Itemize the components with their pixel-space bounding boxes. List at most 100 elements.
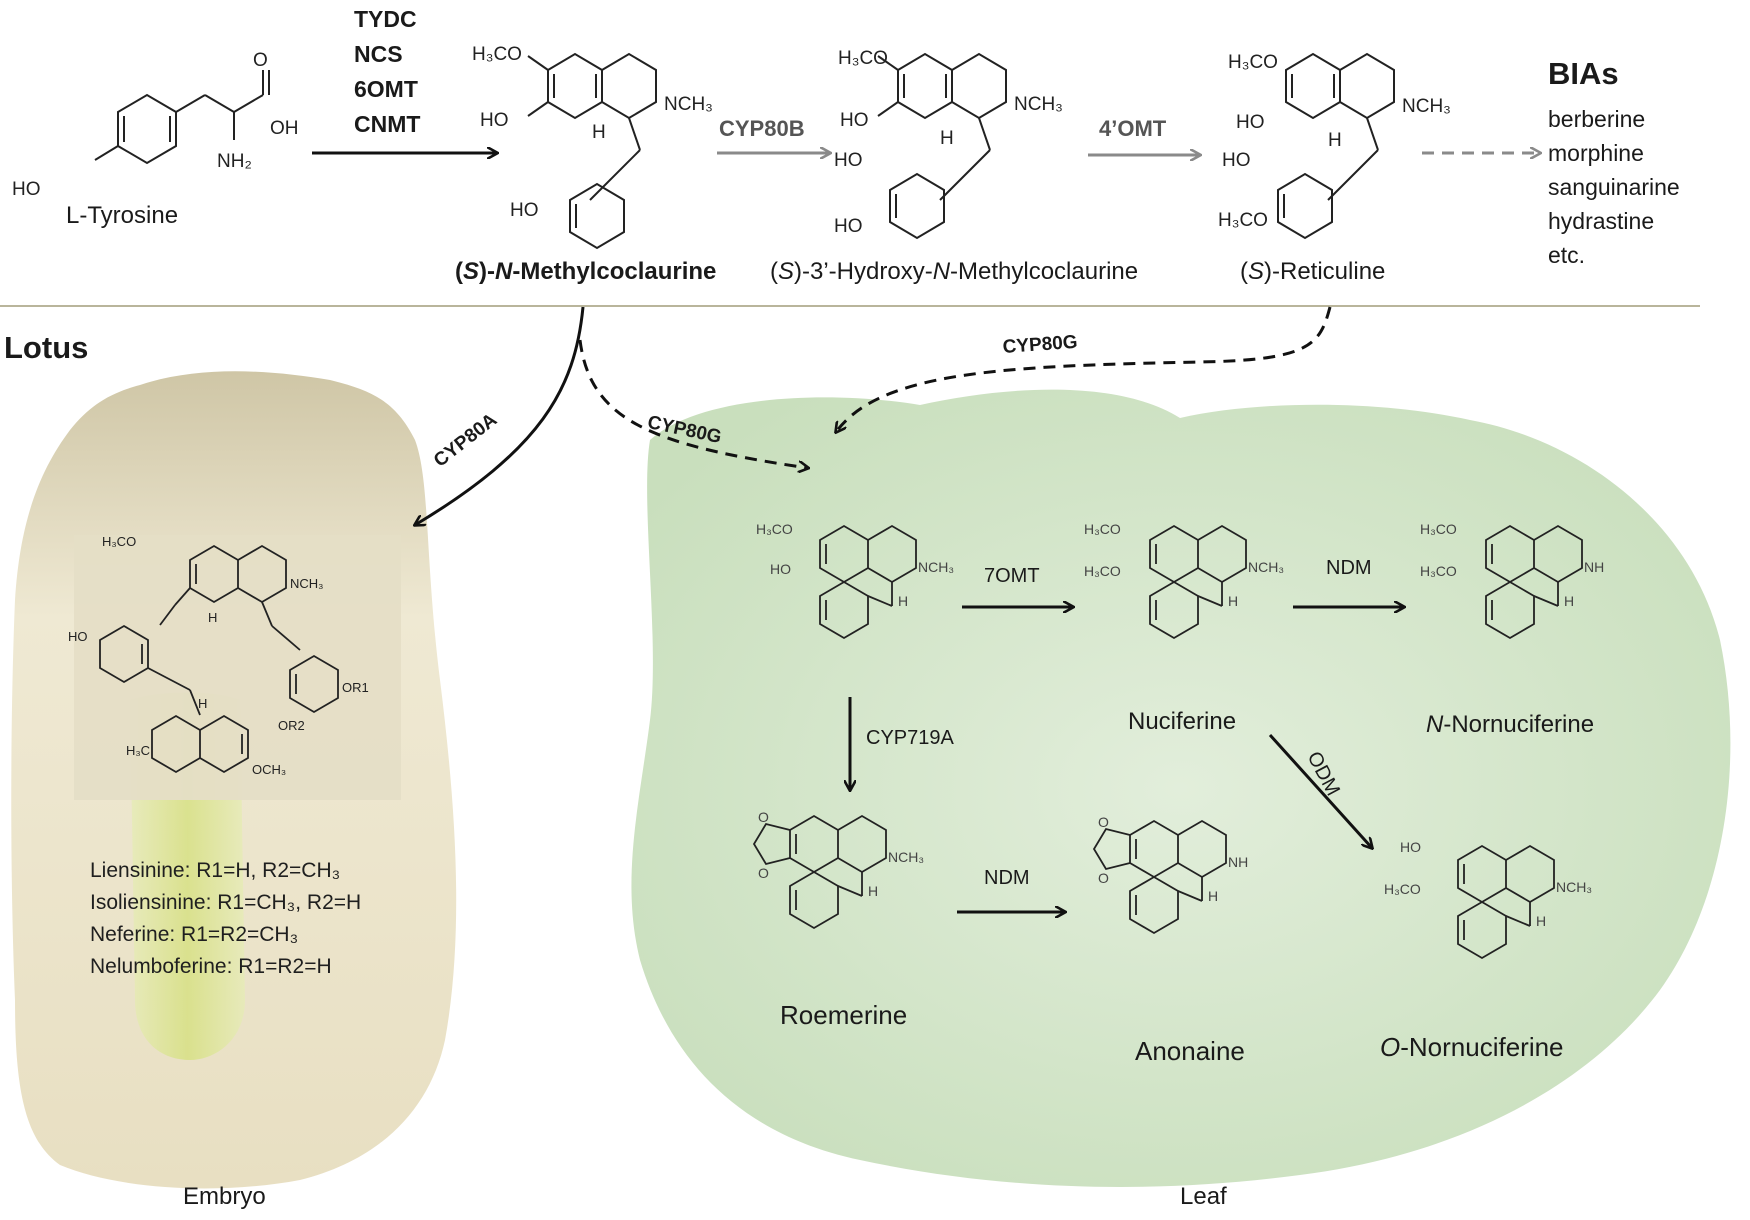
enzyme-ncs: NCS (354, 41, 403, 67)
svg-text:NCH₃: NCH₃ (1556, 879, 1592, 895)
n-nornuciferine-structure: H₃CO H₃CO NH H (1420, 521, 1604, 640)
leaf-label: Leaf (1180, 1183, 1227, 1210)
svg-text:HO: HO (770, 561, 791, 577)
svg-text:H₃C: H₃C (126, 743, 150, 758)
arrow-cyp80g-right (836, 306, 1332, 432)
svg-text:H: H (208, 610, 217, 625)
bisbenzylisoquinoline-structure: H₃CO NCH₃ H HO OR1 H OR2 H₃C OCH₃ (68, 534, 369, 777)
svg-text:HO: HO (840, 110, 869, 131)
bias-item-morphine: morphine (1548, 140, 1644, 166)
svg-text:NCH₃: NCH₃ (664, 94, 713, 115)
aporphine-1-structure: H₃CO HO NCH₃ H (756, 521, 954, 640)
svg-text:H₃CO: H₃CO (1218, 210, 1268, 231)
def-nelumboferine: Nelumboferine: R1=R2=H (90, 955, 332, 978)
hydroxy-n-methylcoclaurine-label: (S)-3’-Hydroxy-N-Methylcoclaurine (770, 258, 1139, 285)
tyrosine-structure: O OH NH₂ HO (12, 50, 299, 200)
enzyme-4omt: 4’OMT (1099, 116, 1167, 141)
embryo-label: Embryo (183, 1183, 266, 1210)
arrow-cyp80g-left (578, 339, 808, 468)
reticuline-structure: H₃CO HO NCH₃ H HO H₃CO (1218, 52, 1451, 240)
svg-text:H: H (1536, 913, 1546, 929)
svg-text:O: O (253, 50, 268, 71)
tyrosine-label: L-Tyrosine (66, 202, 179, 229)
bias-list: berberine morphine sanguinarine hydrasti… (1548, 102, 1680, 272)
o-nornuciferine-label: O-Nornuciferine (1380, 1032, 1564, 1062)
svg-text:H₃CO: H₃CO (1420, 563, 1457, 579)
svg-text:H₃CO: H₃CO (1228, 52, 1278, 73)
bias-item-hydrastine: hydrastine (1548, 208, 1655, 234)
arrow-cyp80a (415, 306, 585, 525)
svg-text:H₃CO: H₃CO (102, 534, 136, 549)
enzyme-ndm-top: NDM (1326, 557, 1372, 579)
enzyme-ndm-bottom: NDM (984, 867, 1030, 889)
svg-text:NCH₃: NCH₃ (918, 559, 954, 575)
bisbenzyl-definitions: Liensinine: R1=H, R2=CH₃ Isoliensinine: … (90, 855, 361, 983)
reticuline-label: (S)-Reticuline (1240, 258, 1386, 285)
svg-text:O: O (758, 865, 769, 881)
svg-text:H: H (1328, 130, 1342, 151)
lotus-title: Lotus (4, 330, 89, 365)
roemerine-structure: O O NCH₃ H (752, 809, 924, 930)
svg-text:NH: NH (1228, 854, 1248, 870)
svg-text:OR1: OR1 (342, 680, 369, 695)
n-nornuciferine-label: N-Nornuciferine (1426, 711, 1595, 738)
enzyme-tydc: TYDC (354, 6, 417, 32)
svg-text:H: H (940, 128, 954, 149)
first-step-enzymes: TYDC NCS 6OMT CNMT (354, 2, 420, 142)
svg-text:HO: HO (834, 150, 863, 171)
bias-item-etc: etc. (1548, 242, 1586, 268)
svg-text:H: H (592, 122, 606, 143)
def-neferine: Neferine: R1=R2=CH₃ (90, 923, 299, 946)
enzyme-cyp719a: CYP719A (866, 727, 954, 749)
arrow-odm (1268, 733, 1372, 848)
svg-text:HO: HO (834, 216, 863, 237)
enzyme-cnmt: CNMT (354, 111, 421, 137)
svg-text:HO: HO (12, 179, 41, 200)
svg-text:H: H (1208, 888, 1218, 904)
svg-text:HO: HO (1222, 150, 1251, 171)
svg-text:NH₂: NH₂ (217, 151, 252, 172)
svg-text:H₃CO: H₃CO (1384, 881, 1421, 897)
svg-text:HO: HO (510, 200, 539, 221)
roemerine-label: Roemerine (780, 1000, 908, 1030)
svg-text:O: O (758, 809, 769, 825)
svg-text:NH: NH (1584, 559, 1604, 575)
svg-text:HO: HO (1236, 112, 1265, 133)
anonaine-structure: O O NH H (1092, 814, 1248, 935)
svg-text:O: O (1098, 870, 1109, 886)
leaf-background (631, 389, 1731, 1187)
svg-text:H₃CO: H₃CO (1420, 521, 1457, 537)
svg-text:H: H (198, 696, 207, 711)
bias-item-berberine: berberine (1548, 106, 1646, 132)
bias-item-sanguinarine: sanguinarine (1548, 174, 1680, 200)
hydroxy-n-methylcoclaurine-structure: H₃CO HO NCH₃ H HO HO (834, 48, 1063, 240)
anonaine-label: Anonaine (1135, 1036, 1245, 1066)
svg-text:H: H (1228, 593, 1238, 609)
nuciferine-label: Nuciferine (1128, 708, 1237, 735)
svg-text:HO: HO (1400, 839, 1421, 855)
n-methylcoclaurine-label: (S)-N-Methylcoclaurine (455, 258, 717, 285)
enzyme-6omt: 6OMT (354, 76, 418, 102)
svg-text:NCH₃: NCH₃ (1248, 559, 1284, 575)
o-nornuciferine-structure: HO H₃CO NCH₃ H (1384, 839, 1592, 960)
svg-text:H₃CO: H₃CO (1084, 563, 1121, 579)
nuciferine-structure: H₃CO H₃CO NCH₃ H (1084, 521, 1284, 640)
def-liensinine: Liensinine: R1=H, R2=CH₃ (90, 859, 341, 882)
svg-text:OH: OH (270, 118, 299, 139)
svg-text:HO: HO (68, 629, 88, 644)
svg-text:H: H (1564, 593, 1574, 609)
svg-text:H₃CO: H₃CO (472, 44, 522, 65)
def-isoliensinine: Isoliensinine: R1=CH₃, R2=H (90, 891, 362, 914)
svg-text:O: O (1098, 814, 1109, 830)
svg-text:H₃CO: H₃CO (1084, 521, 1121, 537)
enzyme-cyp80b: CYP80B (719, 116, 805, 141)
enzyme-7omt: 7OMT (984, 565, 1040, 587)
n-methylcoclaurine-structure: H₃CO HO NCH₃ H HO (472, 44, 713, 250)
svg-text:OCH₃: OCH₃ (252, 762, 286, 777)
svg-text:HO: HO (480, 110, 509, 131)
svg-text:H₃CO: H₃CO (756, 521, 793, 537)
svg-text:OR2: OR2 (278, 718, 305, 733)
svg-text:NCH₃: NCH₃ (1402, 96, 1451, 117)
svg-text:H: H (898, 593, 908, 609)
